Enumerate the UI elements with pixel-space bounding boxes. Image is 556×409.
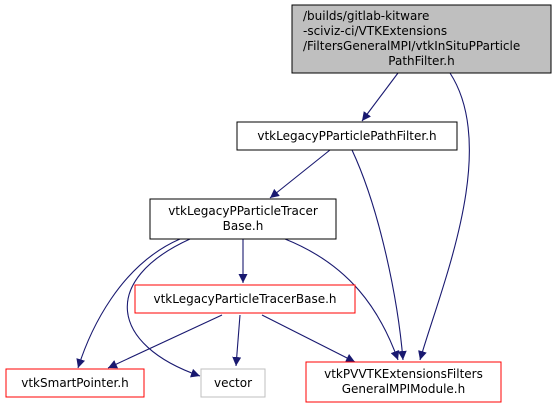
svg-text:vtkSmartPointer.h: vtkSmartPointer.h <box>21 376 128 390</box>
node-legacy-tracer-base[interactable]: vtkLegacyParticleTracerBase.h <box>134 284 356 314</box>
node-legacy-ptracer-base[interactable]: vtkLegacyPParticleTracer Base.h <box>149 198 337 240</box>
pvvtk-module-line-1: vtkPVVTKExtensionsFilters <box>324 367 483 381</box>
edge-legacy-path-filter-to-pvvtk-module <box>351 149 407 361</box>
svg-text:vector: vector <box>214 376 252 390</box>
node-smart-pointer[interactable]: vtkSmartPointer.h <box>5 368 145 398</box>
edge-ptracer-base-to-vector <box>126 238 201 378</box>
smart-pointer-label: vtkSmartPointer.h <box>21 376 128 390</box>
edge-ptracer-base-to-smart-pointer <box>76 238 181 369</box>
pvvtk-module-line-2: GeneralMPIModule.h <box>342 382 465 396</box>
svg-text:vtkLegacyPParticlePathFilter.h: vtkLegacyPParticlePathFilter.h <box>257 129 436 143</box>
root-line-4: PathFilter.h <box>388 54 454 68</box>
legacy-ptracer-base-line-2: Base.h <box>223 219 264 233</box>
edges <box>76 72 470 378</box>
node-pvvtk-module[interactable]: vtkPVVTKExtensionsFilters GeneralMPIModu… <box>305 361 502 403</box>
edge-tracer-base-to-pvvtk-module <box>261 314 356 363</box>
svg-text:PathFilter.h: PathFilter.h <box>388 54 454 68</box>
root-line-2: -sciviz-ci/VTKExtensions <box>303 24 447 38</box>
legacy-path-filter-label: vtkLegacyPParticlePathFilter.h <box>257 129 436 143</box>
edge-tracer-base-to-vector <box>232 314 242 367</box>
node-vector: vector <box>200 368 266 398</box>
root-line-1: /builds/gitlab-kitware <box>303 9 429 23</box>
edge-root-to-pvvtk-module <box>418 72 470 361</box>
node-legacy-path-filter[interactable]: vtkLegacyPParticlePathFilter.h <box>236 121 458 151</box>
svg-text:-sciviz-ci/VTKExtensions: -sciviz-ci/VTKExtensions <box>303 24 447 38</box>
svg-text:/builds/gitlab-kitware: /builds/gitlab-kitware <box>303 9 429 23</box>
svg-text:/FiltersGeneralMPI/vtkInSituPP: /FiltersGeneralMPI/vtkInSituPParticle <box>303 39 520 53</box>
svg-text:Base.h: Base.h <box>223 219 264 233</box>
svg-text:vtkLegacyPParticleTracer: vtkLegacyPParticleTracer <box>168 204 318 218</box>
svg-text:GeneralMPIModule.h: GeneralMPIModule.h <box>342 382 465 396</box>
edge-ptracer-base-to-pvvtk-module <box>284 238 400 361</box>
edge-root-to-legacy-path-filter <box>361 72 399 122</box>
svg-text:vtkPVVTKExtensionsFilters: vtkPVVTKExtensionsFilters <box>324 367 483 381</box>
root-line-3: /FiltersGeneralMPI/vtkInSituPParticle <box>303 39 520 53</box>
edge-tracer-base-to-smart-pointer <box>107 314 223 369</box>
legacy-tracer-base-label: vtkLegacyParticleTracerBase.h <box>153 292 336 306</box>
legacy-ptracer-base-line-1: vtkLegacyPParticleTracer <box>168 204 318 218</box>
svg-text:vtkLegacyParticleTracerBase.h: vtkLegacyParticleTracerBase.h <box>153 292 336 306</box>
vector-label: vector <box>214 376 252 390</box>
edge-legacy-path-filter-to-ptracer-base <box>269 149 331 199</box>
node-root-file: /builds/gitlab-kitware -sciviz-ci/VTKExt… <box>291 4 552 74</box>
